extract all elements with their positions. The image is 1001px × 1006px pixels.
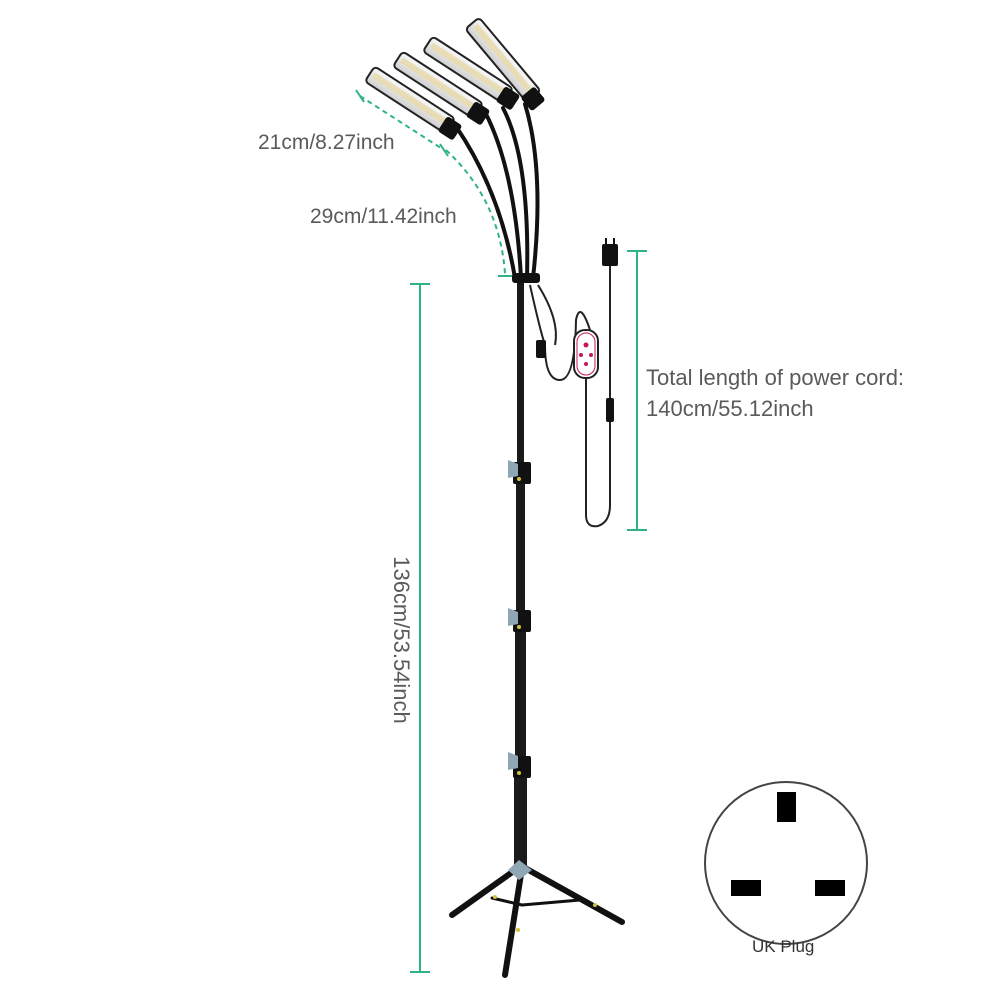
neck-dimension-line bbox=[445, 149, 512, 277]
height-lock-knob-2 bbox=[508, 608, 531, 632]
stand-height-label: 136cm/53.54inch bbox=[389, 556, 414, 724]
tripod-hub bbox=[508, 860, 532, 880]
inline-connector bbox=[536, 340, 546, 358]
tripod-base bbox=[449, 865, 625, 978]
height-lock-knob-3 bbox=[508, 752, 531, 778]
uk-plug-socket-icon bbox=[704, 781, 868, 945]
led-panel-3 bbox=[423, 36, 520, 110]
gooseneck-arms bbox=[453, 102, 540, 280]
height-lock-knob-1 bbox=[508, 460, 531, 484]
plug-type-label: UK Plug bbox=[752, 937, 815, 956]
remote-controller-icon bbox=[573, 329, 599, 379]
power-cord-label: Total length of power cord: bbox=[646, 365, 905, 390]
arm-dimension-line bbox=[355, 89, 449, 157]
telescopic-pole bbox=[514, 283, 527, 868]
power-cables bbox=[529, 265, 611, 528]
led-panel-4 bbox=[465, 18, 545, 111]
arm-length-label: 21cm/8.27inch bbox=[258, 131, 395, 154]
power-adapter-icon bbox=[602, 238, 618, 422]
cord-dimension-line bbox=[627, 250, 647, 531]
power-cord-length-value: 140cm/55.12inch bbox=[646, 396, 814, 421]
top-clamp bbox=[512, 273, 540, 283]
led-panel-2 bbox=[393, 51, 490, 125]
gooseneck-length-label: 29cm/11.42inch bbox=[310, 205, 457, 228]
led-panel-1 bbox=[365, 66, 462, 140]
height-dimension-line bbox=[410, 283, 430, 973]
